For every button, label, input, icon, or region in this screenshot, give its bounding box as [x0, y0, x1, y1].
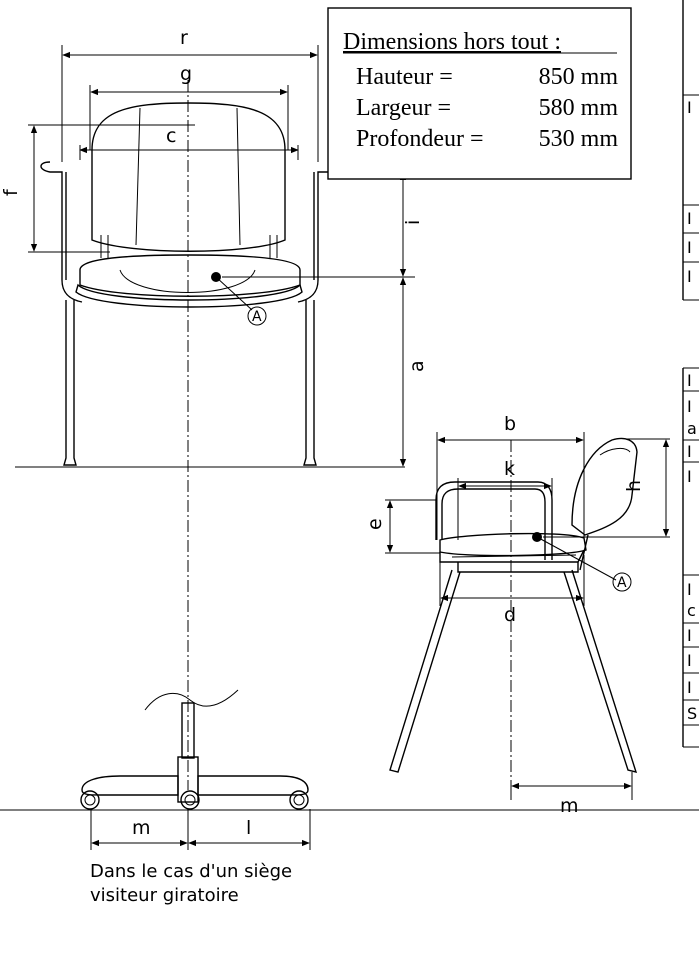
side-armrest-outer [435, 481, 553, 560]
table-cell-fragment: I [687, 98, 692, 117]
left-armrest [40, 161, 83, 303]
table-cell-fragment: I [687, 442, 692, 461]
label-f: f [0, 188, 22, 196]
seat-cushion [79, 254, 301, 297]
height-label: Hauteur = [356, 64, 453, 90]
width-value: 580 mm [539, 95, 619, 121]
table-cell-fragment: c [687, 601, 696, 620]
label-h: h [623, 480, 645, 492]
side-armrest-inner [441, 488, 546, 560]
table-cell-fragment: I [687, 209, 692, 228]
depth-label: Profondeur = [356, 126, 484, 152]
label-c: c [166, 125, 176, 147]
backrest-seams [135, 107, 241, 246]
right-spoke [197, 775, 309, 796]
side-view: A b k h e d m [364, 413, 670, 817]
label-g: g [180, 63, 192, 85]
table-cell-fragment: I [687, 238, 692, 257]
side-back-leg [563, 569, 638, 773]
caster-right [289, 790, 309, 810]
front-point-a-marker [247, 306, 267, 326]
table-cell-fragment: I [687, 580, 692, 599]
side-front-leg [389, 569, 461, 773]
table-cell-fragment: I [687, 397, 692, 416]
right-clipped-table-top: I I I I [682, 0, 699, 301]
right-leg [303, 300, 317, 466]
caption-line-1: Dans le cas d'un siège [90, 861, 292, 882]
label-a: a [406, 360, 428, 372]
front-point-a-label: A [252, 309, 262, 325]
side-seat-frame [457, 562, 579, 573]
left-leg [63, 300, 77, 466]
caster-left [80, 790, 100, 810]
side-seat [439, 532, 587, 557]
width-label: Largeur = [356, 95, 451, 121]
depth-value: 530 mm [539, 126, 619, 152]
seat-seam [119, 269, 256, 293]
table-cell-fragment: I [687, 467, 692, 486]
right-armrest [297, 161, 340, 303]
table-cell-fragment: I [687, 371, 692, 390]
backrest [91, 102, 286, 252]
gas-column [181, 702, 195, 759]
break-line [144, 689, 239, 711]
label-m-side: m [560, 795, 579, 817]
table-cell-fragment: I [687, 651, 692, 670]
swivel-base-view: m l Dans le cas d'un siège visiteur gira… [80, 689, 311, 906]
dimensions-box: Dimensions hors tout : Hauteur = 850 mm … [327, 7, 632, 180]
label-m-swivel: m [132, 817, 151, 839]
table-cell-fragment: I [687, 678, 692, 697]
dimensions-title: Dimensions hors tout : [343, 29, 561, 55]
left-spoke [81, 775, 179, 796]
label-b: b [504, 413, 516, 435]
table-cell-fragment: I [687, 267, 692, 286]
label-k: k [504, 458, 515, 480]
side-backrest [571, 437, 638, 536]
table-cell-fragment: I [687, 626, 692, 645]
table-cell-fragment: S [687, 704, 697, 723]
table-cell-fragment: a [687, 419, 697, 438]
seat-frame [75, 283, 303, 308]
side-point-a-label: A [617, 575, 627, 591]
height-value: 850 mm [539, 64, 619, 90]
back-post [579, 534, 589, 571]
caption-line-2: visiteur giratoire [90, 885, 239, 906]
label-e: e [364, 518, 386, 530]
side-point-a-marker [612, 572, 632, 592]
label-l: l [246, 817, 251, 839]
caster-center [180, 790, 200, 810]
right-clipped-table-bottom: I I a I I I c I I I S [682, 367, 699, 748]
label-d: d [504, 604, 516, 626]
label-i: i [402, 220, 424, 225]
label-r: r [180, 27, 188, 49]
